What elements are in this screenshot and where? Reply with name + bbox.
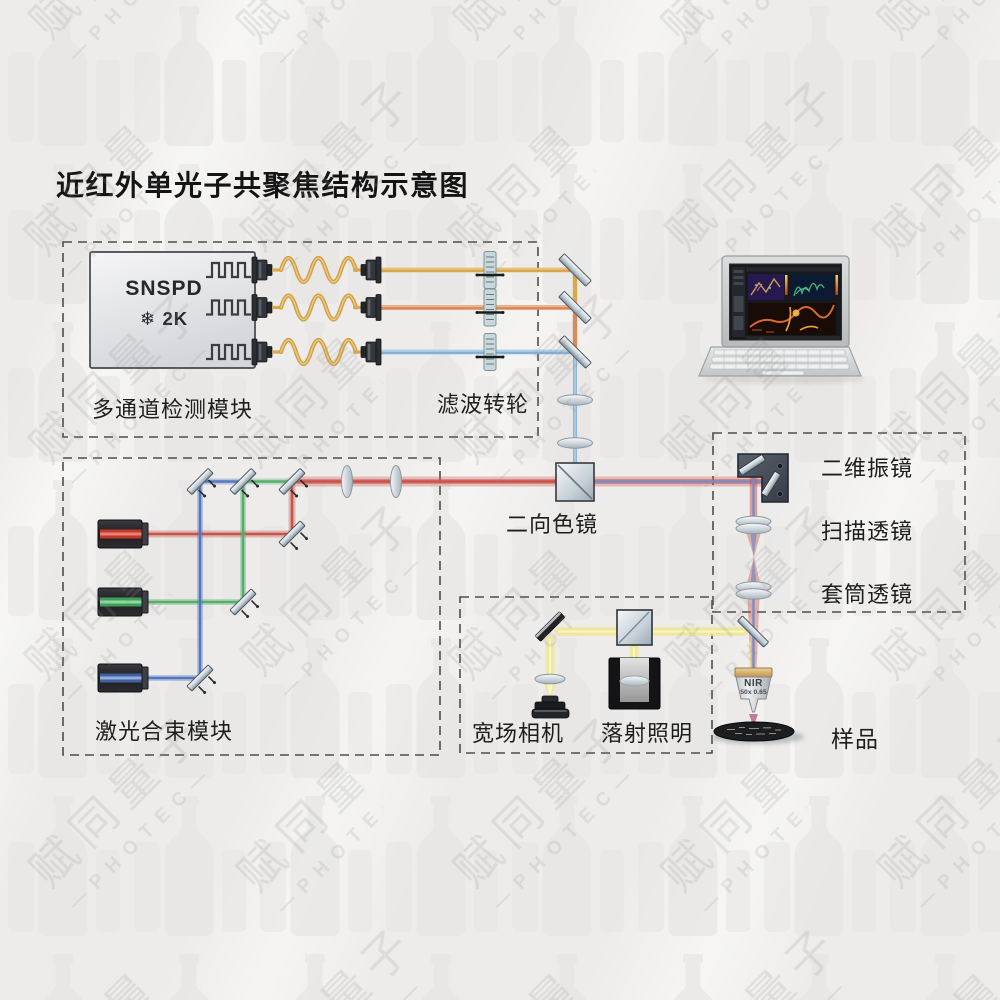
beamsplitter-cube: [616, 609, 653, 646]
epi-module-box: [459, 596, 713, 754]
tube-lens-icon: [736, 582, 771, 599]
fiber-coil-icon: [281, 296, 356, 320]
scan-lens-icon: [736, 516, 771, 533]
green-laser-head: [97, 587, 149, 617]
fiber-connector-icon: [351, 337, 383, 367]
blue-laser-head: [97, 663, 149, 693]
fiber-connector-icon: [351, 292, 383, 323]
camera-lens-icon: [534, 673, 566, 685]
red-laser-head: [97, 519, 149, 549]
snspd-unit: [89, 251, 256, 369]
camera-body: [531, 695, 570, 719]
fiber-connector-icon: [351, 255, 383, 285]
collection-lens-icon: [557, 394, 593, 406]
sample-disk: [712, 721, 804, 744]
combiner-mirror-icon: [187, 468, 221, 502]
fiber-connector-icon: [250, 292, 282, 323]
screen-image-peaks-green: [791, 274, 834, 300]
dichroic-cube: [555, 462, 595, 502]
fiber-connector-icon: [250, 337, 282, 367]
fiber-links: [250, 255, 383, 367]
screw-hole-icon: [777, 462, 784, 469]
screen-image-vessels-blue: [748, 274, 784, 300]
objective-lens: [734, 667, 773, 713]
laptop: [698, 255, 865, 384]
beam-lens-icon: [390, 465, 402, 498]
combiner-mirror-icon: [230, 468, 264, 502]
fiber-coil-icon: [281, 258, 356, 282]
lamp-housing: [608, 657, 661, 710]
collection-lens-icon: [557, 437, 593, 449]
screen-image-vessels-orange: [748, 303, 836, 335]
fiber-connector-icon: [250, 255, 282, 285]
combiner-mirror-icon: [279, 521, 313, 555]
beam-lens-icon: [341, 465, 353, 498]
lamp-lens-icon: [619, 675, 650, 687]
combiner-mirror-icon: [187, 665, 221, 699]
fiber-coil-icon: [281, 340, 356, 364]
screw-hole-icon: [777, 490, 784, 497]
combiner-mirror-icon: [230, 589, 264, 623]
